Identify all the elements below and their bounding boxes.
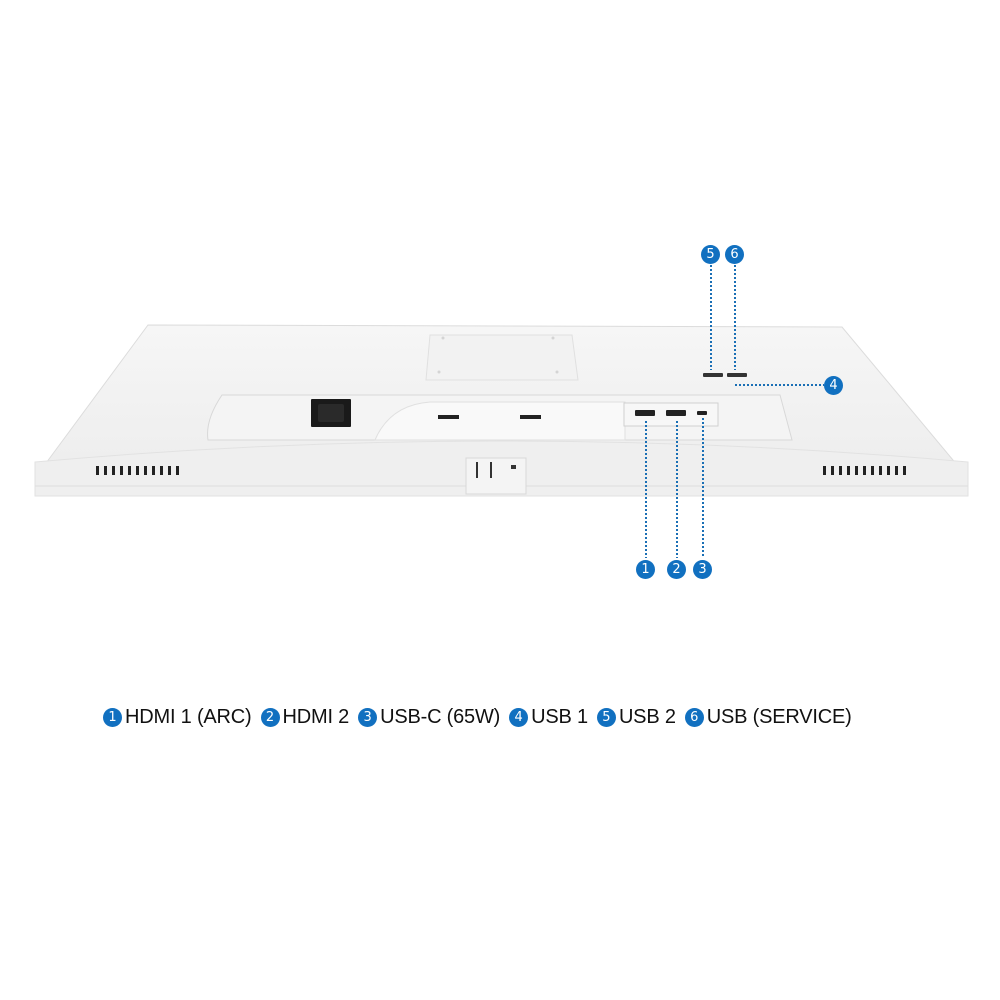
callout-4-badge: 4 — [824, 376, 843, 395]
callout-6-badge: 6 — [725, 245, 744, 264]
legend-label: HDMI 2 — [282, 705, 350, 728]
legend-number-badge: 2 — [260, 707, 280, 727]
legend-label: USB-C (65W) — [380, 705, 501, 728]
port-legend: 1 HDMI 1 (ARC) 2 HDMI 2 3 USB-C (65W) 4 … — [103, 704, 861, 730]
legend-number-badge: 6 — [684, 707, 704, 727]
callout-5-badge: 5 — [701, 245, 720, 264]
legend-number-badge: 5 — [596, 707, 616, 727]
legend-label: HDMI 1 (ARC) — [125, 705, 252, 728]
legend-number-badge: 4 — [509, 707, 529, 727]
callout-2-badge: 2 — [667, 560, 686, 579]
legend-label: USB 1 — [531, 705, 588, 728]
callout-3-badge: 3 — [693, 560, 712, 579]
legend-item-usb-service: 6 USB (SERVICE) — [684, 705, 852, 729]
legend-item-usb-c: 3 USB-C (65W) — [358, 706, 500, 729]
legend-item-hdmi2: 2 HDMI 2 — [260, 705, 350, 729]
legend-number-badge: 3 — [358, 707, 378, 727]
legend-item-usb1: 4 USB 1 — [509, 706, 588, 729]
legend-number-badge: 1 — [103, 707, 122, 727]
callout-1-badge: 1 — [636, 560, 655, 579]
legend-label: USB (SERVICE) — [706, 705, 852, 728]
legend-item-usb2: 5 USB 2 — [596, 705, 676, 729]
legend-item-hdmi1: 1 HDMI 1 (ARC) — [103, 706, 252, 729]
legend-label: USB 2 — [618, 705, 676, 728]
